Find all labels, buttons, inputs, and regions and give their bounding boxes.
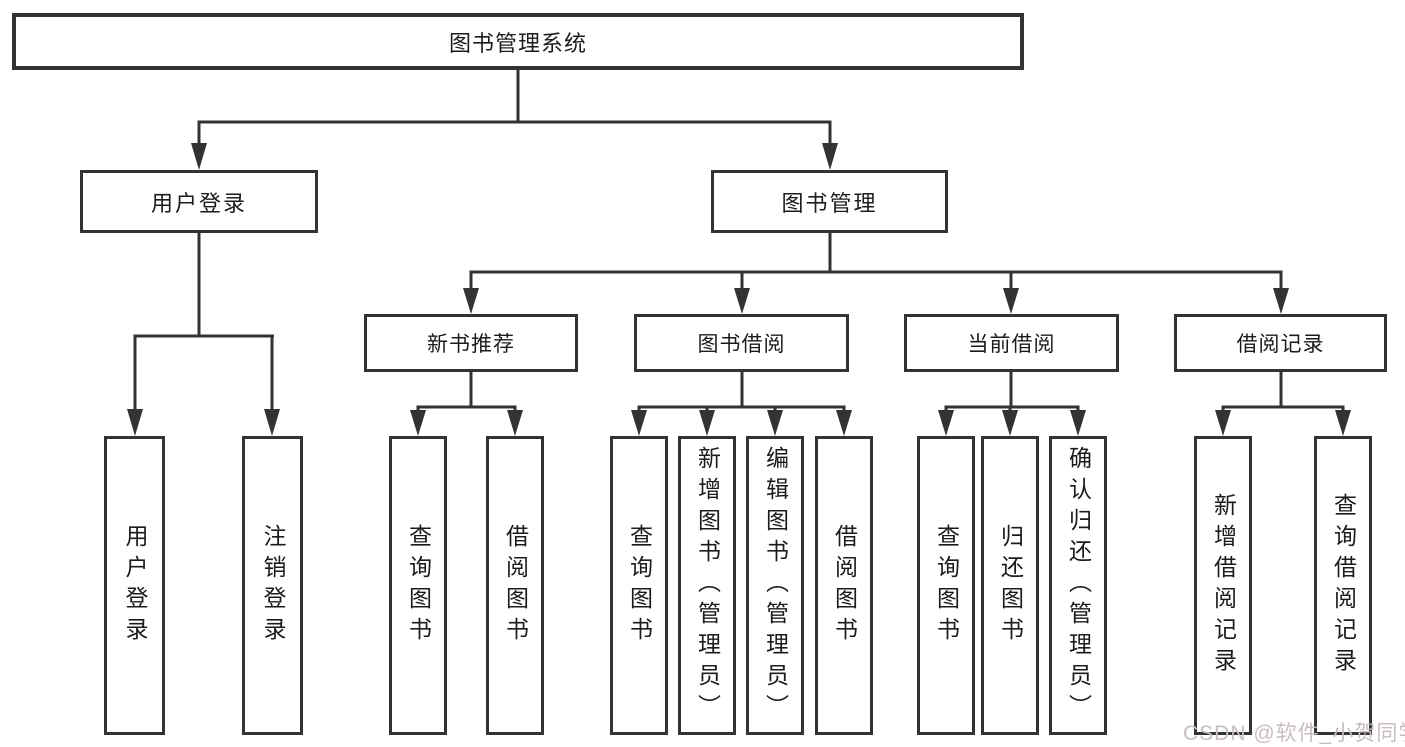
node-book-borrow-label: 图书借阅 bbox=[697, 333, 786, 356]
node-library-management-system-label: 图书管理系统 bbox=[448, 30, 587, 56]
node-library-management-system: 图书管理系统 bbox=[12, 13, 1024, 70]
leaf-current-confirm-return-admin-label: 确认归还（管理员） bbox=[1065, 446, 1092, 725]
leaf-borrow-edit-book-admin: 编辑图书（管理员） bbox=[746, 436, 804, 735]
node-user-login-label: 用户登录 bbox=[150, 190, 247, 216]
leaf-user-login: 用户登录 bbox=[104, 436, 165, 735]
leaf-recommend-query-book-label: 查询图书 bbox=[405, 523, 432, 648]
leaf-borrow-add-book-admin-label: 新增图书（管理员） bbox=[694, 446, 721, 725]
leaf-current-return-book-label: 归还图书 bbox=[997, 523, 1024, 648]
leaf-current-query-book: 查询图书 bbox=[917, 436, 975, 735]
leaf-borrow-borrow-book: 借阅图书 bbox=[815, 436, 873, 735]
node-book-management-label: 图书管理 bbox=[781, 190, 878, 216]
node-book-management: 图书管理 bbox=[711, 170, 948, 233]
leaf-borrow-borrow-book-label: 借阅图书 bbox=[831, 523, 858, 648]
node-book-borrow: 图书借阅 bbox=[634, 314, 849, 372]
watermark: CSDN @软件_小贺同学 bbox=[1183, 722, 1405, 745]
leaf-record-query-borrow-record: 查询借阅记录 bbox=[1314, 436, 1372, 735]
leaf-borrow-query-book-label: 查询图书 bbox=[626, 523, 653, 648]
leaf-recommend-borrow-book-label: 借阅图书 bbox=[502, 523, 529, 648]
leaf-logout-login-label: 注销登录 bbox=[260, 523, 286, 648]
node-new-book-recommend-label: 新书推荐 bbox=[427, 333, 515, 356]
leaf-logout-login: 注销登录 bbox=[242, 436, 303, 735]
leaf-current-return-book: 归还图书 bbox=[981, 436, 1039, 735]
leaf-current-query-book-label: 查询图书 bbox=[933, 523, 960, 648]
node-borrow-record: 借阅记录 bbox=[1174, 314, 1387, 372]
leaf-recommend-borrow-book: 借阅图书 bbox=[486, 436, 544, 735]
leaf-borrow-query-book: 查询图书 bbox=[610, 436, 668, 735]
leaf-current-confirm-return-admin: 确认归还（管理员） bbox=[1049, 436, 1107, 735]
leaf-user-login-label: 用户登录 bbox=[122, 523, 148, 648]
leaf-recommend-query-book: 查询图书 bbox=[389, 436, 447, 735]
leaf-record-add-borrow-record-label: 新增借阅记录 bbox=[1210, 492, 1237, 679]
node-current-borrow-label: 当前借阅 bbox=[967, 333, 1056, 356]
leaf-borrow-add-book-admin: 新增图书（管理员） bbox=[678, 436, 736, 735]
node-user-login: 用户登录 bbox=[80, 170, 318, 233]
node-borrow-record-label: 借阅记录 bbox=[1236, 333, 1325, 356]
leaf-record-query-borrow-record-label: 查询借阅记录 bbox=[1330, 492, 1357, 679]
leaf-record-add-borrow-record: 新增借阅记录 bbox=[1194, 436, 1252, 735]
node-current-borrow: 当前借阅 bbox=[904, 314, 1119, 372]
leaf-borrow-edit-book-admin-label: 编辑图书（管理员） bbox=[762, 446, 789, 725]
node-new-book-recommend: 新书推荐 bbox=[364, 314, 578, 372]
